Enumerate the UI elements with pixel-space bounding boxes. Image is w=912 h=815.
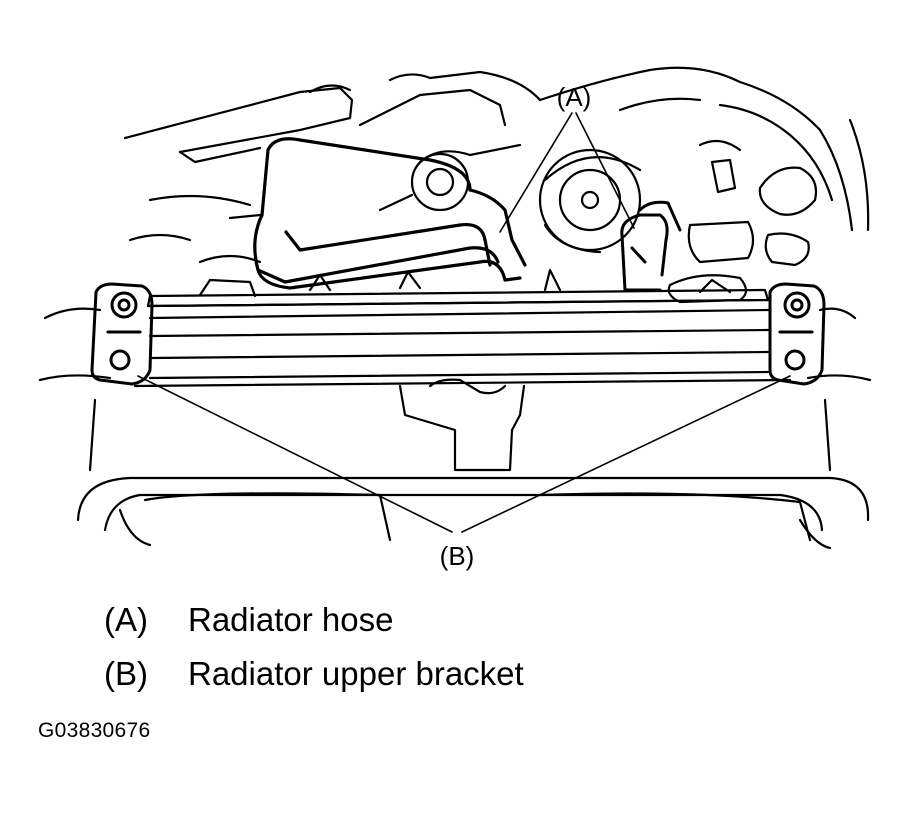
radiator-hose-left bbox=[253, 137, 527, 290]
reservoir-cap bbox=[667, 158, 818, 304]
legend-item-a: (A) Radiator hose bbox=[104, 600, 393, 640]
callout-b: (B) bbox=[440, 541, 475, 571]
upper-bracket-right bbox=[768, 282, 826, 386]
legend-item-b: (B) Radiator upper bracket bbox=[104, 654, 524, 694]
figure-code: G03830676 bbox=[38, 719, 151, 742]
legend-text-b: Radiator upper bracket bbox=[188, 655, 524, 692]
leader-lines-b bbox=[137, 375, 791, 533]
engine-bay-illustration: (A) (B) bbox=[38, 66, 872, 571]
front-bumper bbox=[38, 307, 872, 550]
legend-key-a: (A) bbox=[104, 601, 148, 638]
legend-key-b: (B) bbox=[104, 655, 148, 692]
upper-bracket-left bbox=[90, 282, 154, 386]
callout-a: (A) bbox=[557, 82, 592, 112]
leader-lines-a bbox=[499, 112, 635, 233]
pulley bbox=[378, 143, 642, 254]
legend-text-a: Radiator hose bbox=[188, 601, 394, 638]
engine-outline bbox=[123, 66, 870, 264]
radiator-hose-right bbox=[620, 200, 682, 292]
radiator bbox=[133, 268, 792, 388]
lower-tank-tab bbox=[398, 378, 526, 472]
